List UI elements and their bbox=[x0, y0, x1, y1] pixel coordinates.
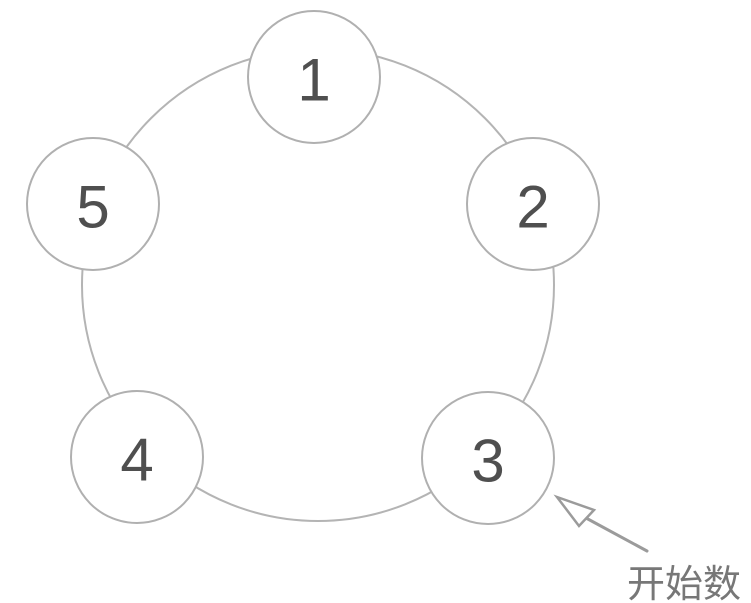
node-1-label: 1 bbox=[297, 47, 330, 114]
node-2-circle bbox=[466, 137, 600, 271]
node-4-circle bbox=[70, 390, 204, 524]
node-3-label: 3 bbox=[471, 428, 504, 495]
node-1-circle bbox=[247, 10, 381, 144]
arrow-up-left-icon bbox=[553, 494, 597, 528]
node-3: 3 bbox=[421, 391, 555, 525]
node-2: 2 bbox=[466, 137, 600, 271]
start-annotation: 开始数 bbox=[553, 494, 741, 603]
node-2-label: 2 bbox=[516, 174, 549, 241]
node-4: 4 bbox=[70, 390, 204, 524]
node-5-circle bbox=[26, 137, 160, 271]
node-5: 5 bbox=[26, 137, 160, 271]
node-3-circle bbox=[421, 391, 555, 525]
annotation-label: 开始数 bbox=[627, 564, 741, 603]
node-4-label: 4 bbox=[120, 427, 153, 494]
arrow-line bbox=[584, 516, 649, 553]
node-5-label: 5 bbox=[76, 174, 109, 241]
node-1: 1 bbox=[247, 10, 381, 144]
